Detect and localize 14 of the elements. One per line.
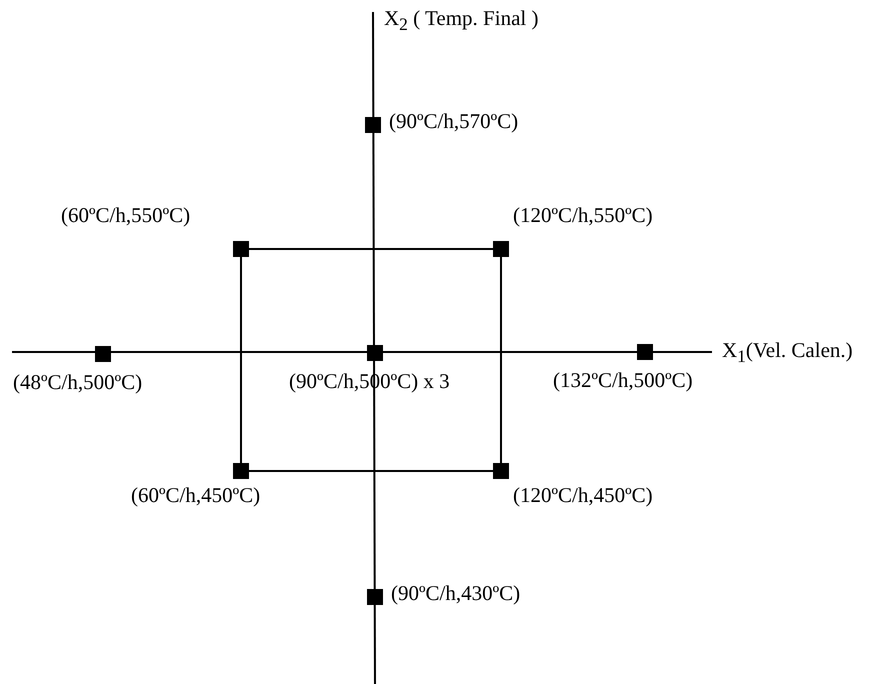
connector-line — [240, 257, 242, 463]
connector-line — [249, 248, 493, 250]
coordinate-label: (120ºC/h,450ºC) — [513, 485, 653, 506]
connector-line — [249, 470, 493, 472]
axis-label: X$_{1}$(Vel. Calen.) — [722, 340, 853, 366]
axis-label: X$_{2}$ ( Temp. Final ) — [384, 8, 538, 34]
coordinate-label: (90ºC/h,430ºC) — [391, 583, 520, 604]
coordinate-label: (120ºC/h,550ºC) — [513, 205, 653, 226]
coordinate-label: (60ºC/h,550ºC) — [61, 205, 190, 226]
coordinate-label: (90ºC/h,570ºC) — [389, 111, 518, 132]
coordinate-label: (48ºC/h,500ºC) — [13, 372, 142, 393]
connector-line — [500, 257, 502, 463]
coordinate-label: (132ºC/h,500ºC) — [553, 370, 693, 391]
coordinate-label: (60ºC/h,450ºC) — [131, 485, 260, 506]
